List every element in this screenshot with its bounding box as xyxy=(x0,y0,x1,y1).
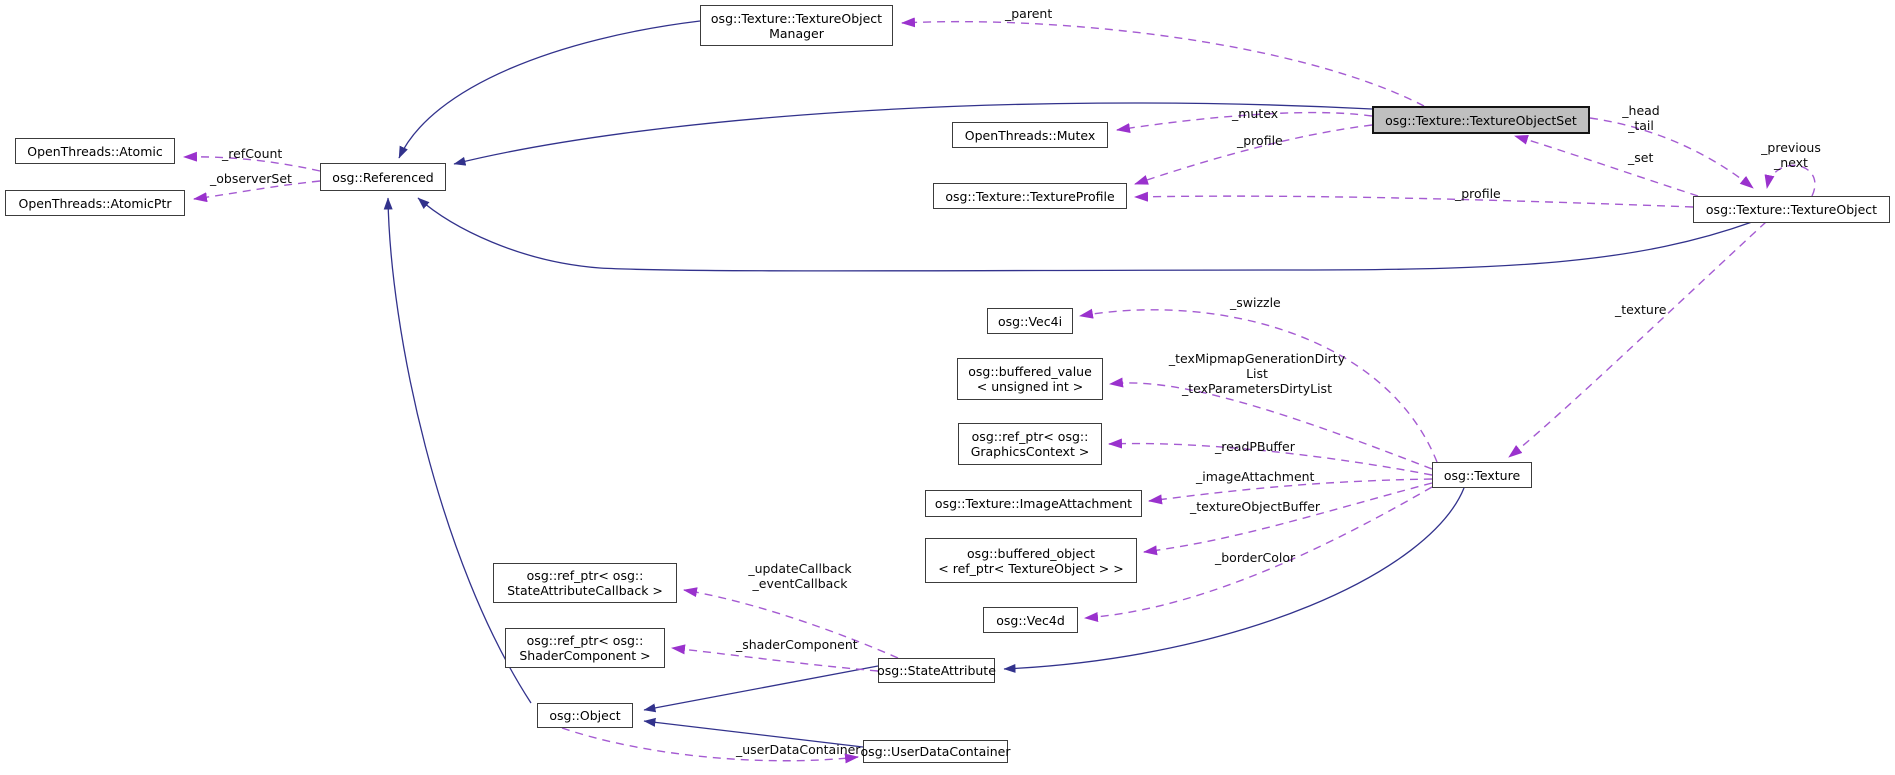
node-user-data-container[interactable]: osg::UserDataContainer xyxy=(861,740,1010,763)
node-buffered-object[interactable]: osg::buffered_object < ref_ptr< TextureO… xyxy=(925,538,1137,583)
node-openthreads-atomicptr[interactable]: OpenThreads::AtomicPtr xyxy=(5,190,185,216)
edge-label-swizzle: _swizzle xyxy=(1230,295,1281,310)
edge-label-profile-set: _profile xyxy=(1237,133,1283,148)
edge-label-imageattachment: _imageAttachment xyxy=(1196,469,1315,484)
edge-label-dirtylists: _texMipmapGenerationDirty List _texParam… xyxy=(1168,351,1346,396)
edge-label-parent: _parent xyxy=(1005,6,1053,21)
node-image-attachment[interactable]: osg::Texture::ImageAttachment xyxy=(925,490,1142,517)
edge-label-shadercomponent: _shaderComponent xyxy=(736,637,858,652)
node-texture-object[interactable]: osg::Texture::TextureObject xyxy=(1693,196,1890,223)
edge-inherit-stateattribute-object xyxy=(643,665,879,713)
edge-label-profile-textureobject: _profile xyxy=(1455,186,1501,201)
node-osg-vec4i[interactable]: osg::Vec4i xyxy=(987,308,1073,334)
edge-label-previous-next: _previous _next xyxy=(1761,140,1821,170)
node-osg-state-attribute[interactable]: osg::StateAttribute xyxy=(877,658,996,683)
edge-usage-set xyxy=(1514,134,1699,197)
edge-usage-texture xyxy=(1508,221,1767,458)
node-texture-profile[interactable]: osg::Texture::TextureProfile xyxy=(933,183,1127,209)
node-osg-object[interactable]: osg::Object xyxy=(537,703,633,728)
edge-label-set: _set xyxy=(1628,150,1654,165)
edge-label-observerset: _observerSet xyxy=(210,171,292,186)
node-openthreads-atomic[interactable]: OpenThreads::Atomic xyxy=(15,138,175,164)
node-texture-object-manager[interactable]: osg::Texture::TextureObject Manager xyxy=(700,5,893,46)
edge-label-userdatacontainer: _userDataContainer xyxy=(736,742,861,757)
node-openthreads-mutex[interactable]: OpenThreads::Mutex xyxy=(952,122,1108,148)
edge-label-updatecallback-eventcallback: _updateCallback _eventCallback xyxy=(748,561,852,591)
node-ref-ptr-graphics-context[interactable]: osg::ref_ptr< osg:: GraphicsContext > xyxy=(958,423,1102,465)
edge-usage-parent xyxy=(901,17,1425,107)
edge-label-textureobjectbuffer: _textureObjectBuffer xyxy=(1190,499,1321,514)
node-osg-referenced[interactable]: osg::Referenced xyxy=(320,163,446,191)
edge-label-refcount: _refCount xyxy=(222,146,283,161)
edge-label-texture: _texture xyxy=(1615,302,1667,317)
node-buffered-value[interactable]: osg::buffered_value < unsigned int > xyxy=(957,358,1103,400)
node-ref-ptr-shader-component[interactable]: osg::ref_ptr< osg:: ShaderComponent > xyxy=(505,628,665,668)
node-ref-ptr-state-attribute-callback[interactable]: osg::ref_ptr< osg:: StateAttributeCallba… xyxy=(493,563,677,603)
edge-label-head-tail: _head _tail xyxy=(1622,103,1660,133)
edge-usage-profile-from-textureobject xyxy=(1134,191,1694,208)
edge-usage-textureobjectbuffer xyxy=(1143,482,1433,556)
edge-label-mutex: _mutex xyxy=(1232,106,1279,121)
edge-usage-head-tail xyxy=(1589,117,1754,189)
node-osg-vec4d[interactable]: osg::Vec4d xyxy=(983,607,1078,633)
node-osg-texture[interactable]: osg::Texture xyxy=(1432,462,1532,488)
node-texture-object-set[interactable]: osg::Texture::TextureObjectSet xyxy=(1372,106,1590,134)
edge-label-readpbuffer: _readPBuffer xyxy=(1215,439,1295,454)
edge-inherit-manager-referenced xyxy=(398,20,701,159)
edge-label-bordercolor: _borderColor xyxy=(1215,550,1296,565)
